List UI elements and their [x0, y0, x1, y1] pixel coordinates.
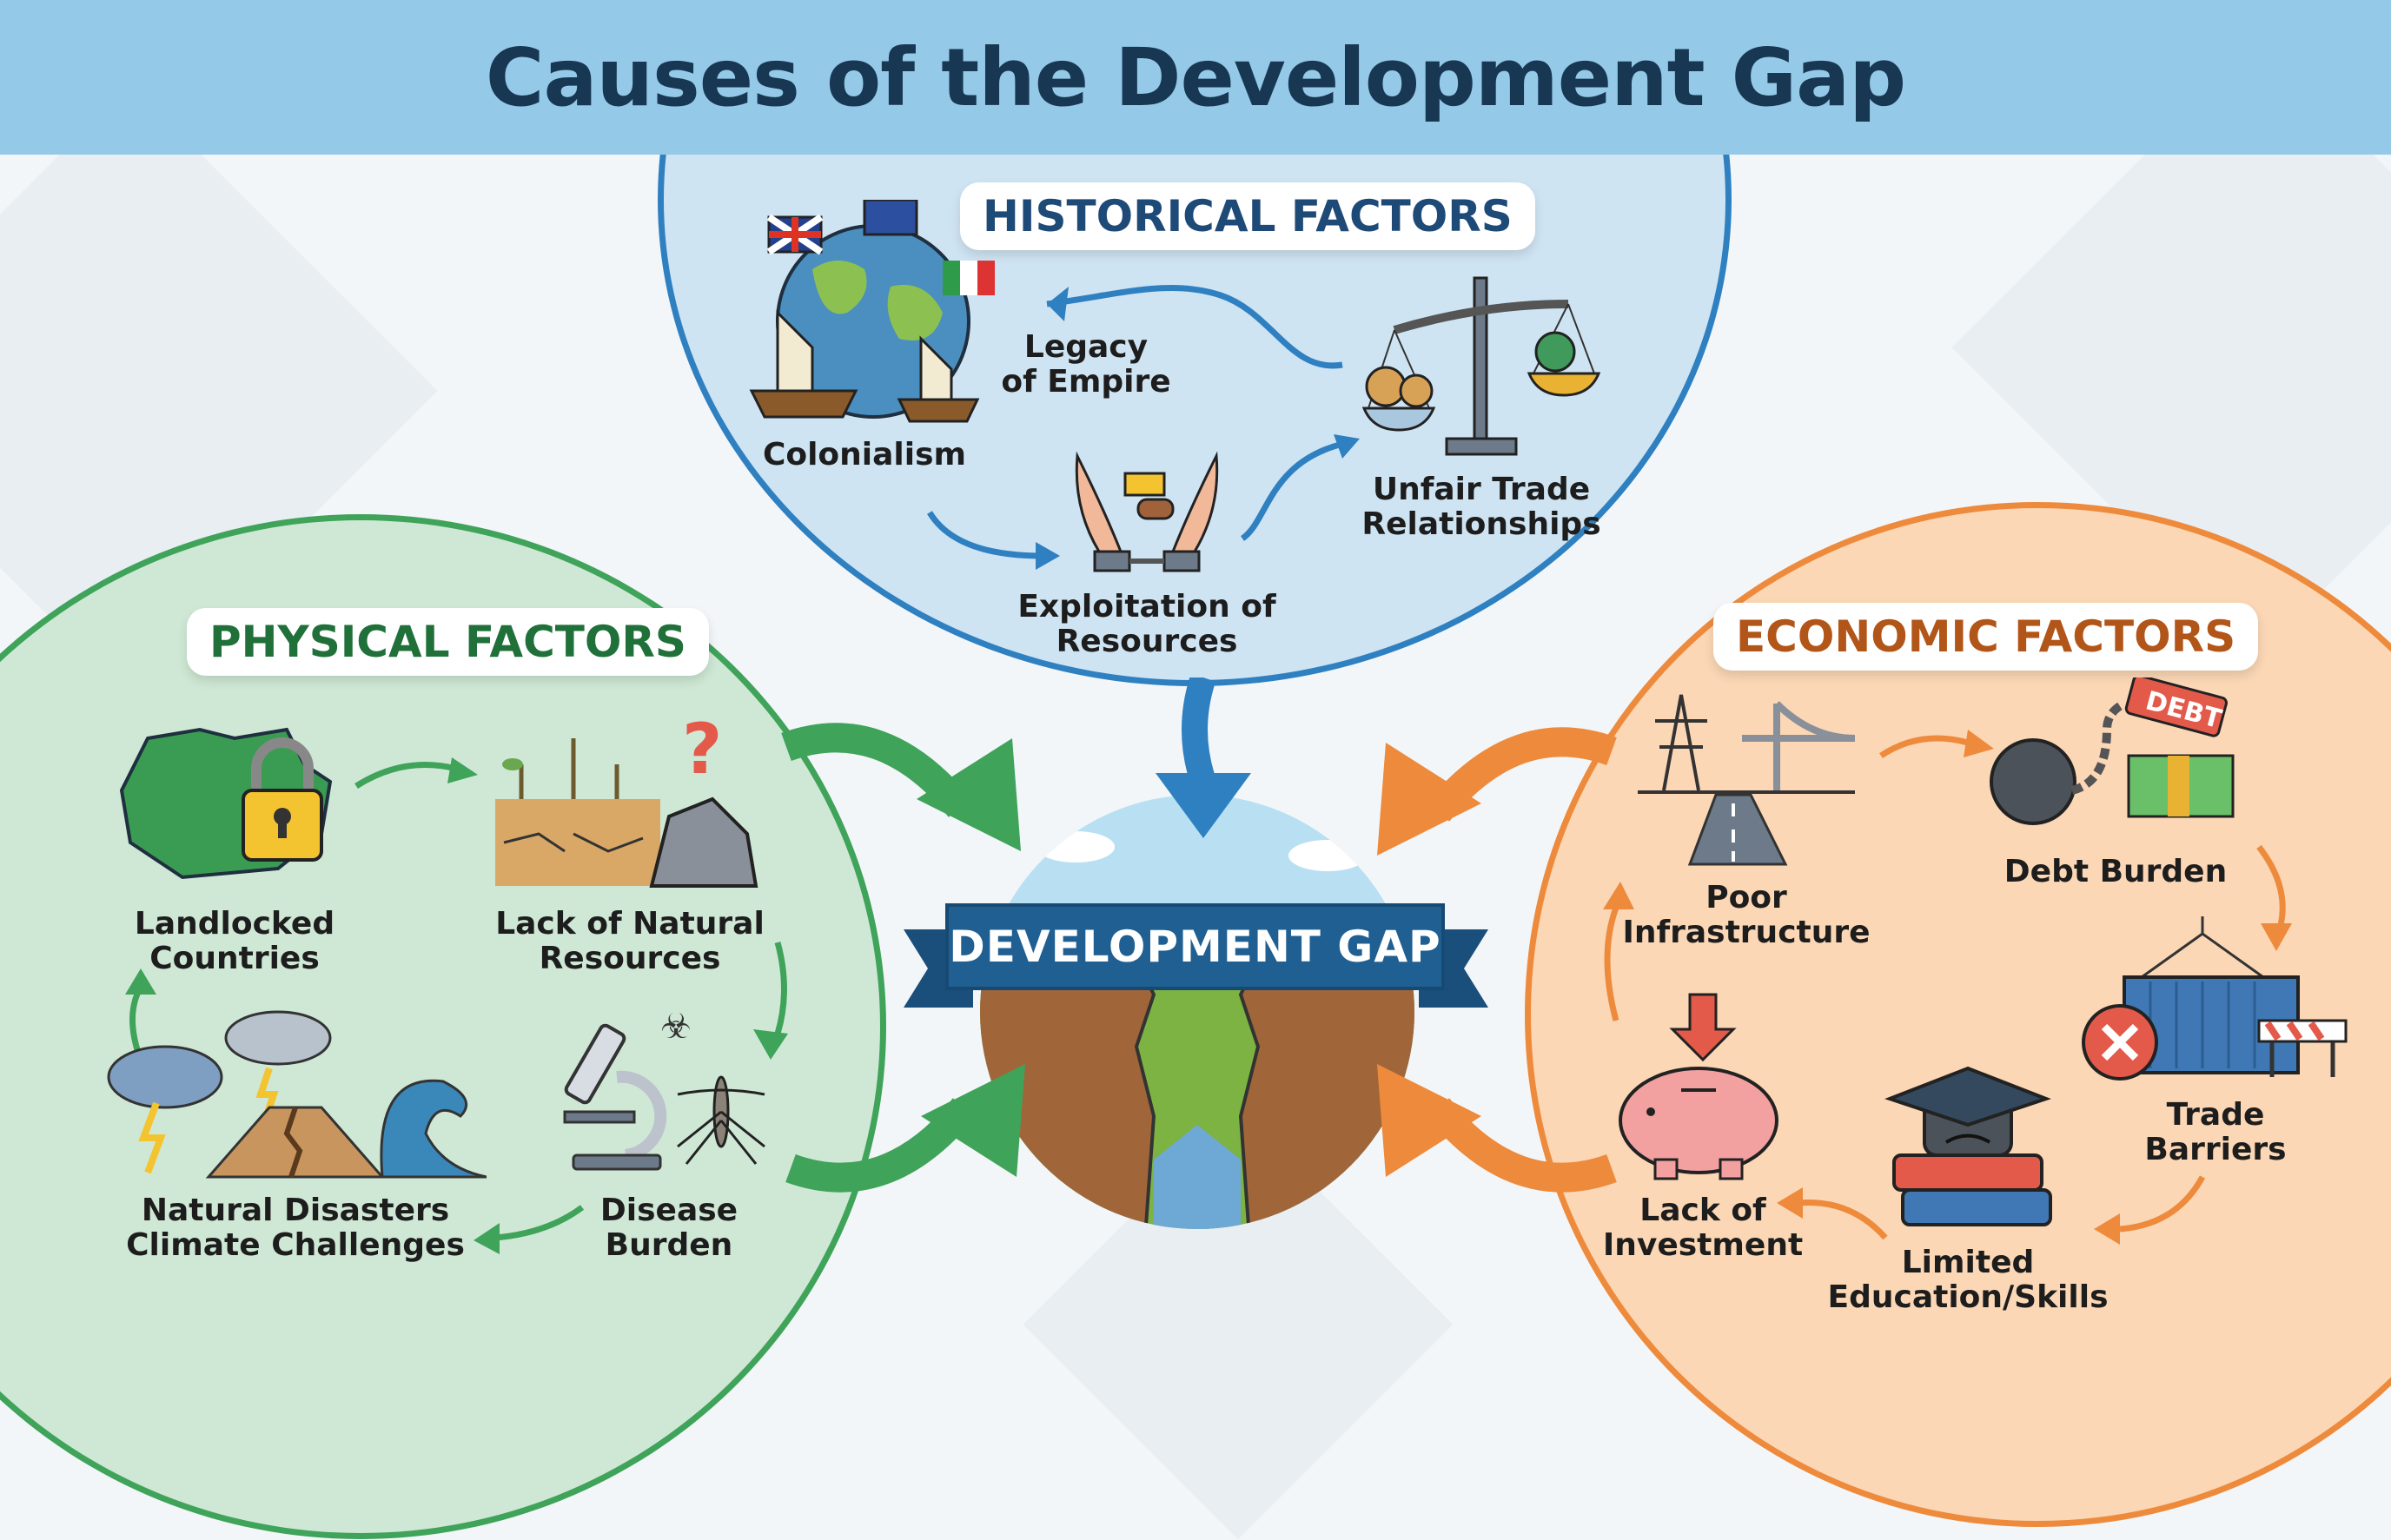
physical-factors-title: PHYSICAL FACTORS — [187, 608, 709, 676]
globe-flags-ships-icon — [749, 198, 995, 423]
arrow-physical-to-center-top — [781, 723, 1021, 851]
arrow-historical-to-center — [1156, 677, 1251, 838]
svg-text:☣: ☣ — [660, 1008, 692, 1047]
item-label: Debt Burden — [2004, 854, 2228, 889]
piggy-bank-down-icon — [1619, 993, 1778, 1180]
storm-earthquake-wave-icon — [107, 1010, 487, 1179]
arrow-colonialism-to-exploitation — [927, 511, 1060, 570]
item-lack-of-natural-resources: ? Lack of Natural Resources — [482, 709, 778, 976]
item-limited-education: Limited Education/Skills — [1825, 1060, 2111, 1314]
item-label: Unfair Trade Relationships — [1361, 472, 1601, 542]
center-label: DEVELOPMENT GAP — [949, 922, 1441, 972]
arrow-exploitation-to-unfair-trade — [1240, 434, 1360, 541]
arrow-physical-to-center-bottom — [785, 1064, 1025, 1193]
item-label: Trade Barriers — [2144, 1097, 2287, 1167]
chained-hands-gold-icon — [1075, 451, 1219, 572]
historical-factors-title: HISTORICAL FACTORS — [960, 182, 1535, 250]
item-poor-infrastructure: Poor Infrastructure — [1616, 686, 1877, 949]
svg-text:?: ? — [682, 712, 722, 790]
unbalanced-scale-icon — [1361, 276, 1601, 456]
ball-chain-debt-icon: DEBT — [1990, 674, 2235, 825]
item-label: Limited Education/Skills — [1827, 1245, 2109, 1315]
arrow-economic-to-center-top — [1377, 727, 1617, 856]
economic-factors-title: ECONOMIC FACTORS — [1713, 603, 2259, 671]
arrow-unfair-trade-to-colonialism — [1046, 284, 1343, 369]
item-colonialism: Colonialism — [721, 198, 1008, 473]
arrow-investment-to-infrastructure — [1603, 882, 1634, 1021]
item-label: Lack of Investment — [1602, 1193, 1804, 1263]
item-label: Natural Disasters Climate Challenges — [126, 1193, 465, 1263]
item-debt-burden: DEBT Debt Burden — [1972, 674, 2259, 889]
item-legacy-of-empire: Legacy of Empire — [973, 330, 1199, 399]
item-label: Disease Burden — [599, 1193, 738, 1263]
arrow-infrastructure-to-debt — [1879, 730, 1994, 758]
item-label: Colonialism — [762, 437, 967, 473]
arrow-education-to-investment — [1777, 1187, 1888, 1240]
container-barrier-icon — [2082, 916, 2348, 1081]
development-gap-banner: DEVELOPMENT GAP — [945, 903, 1445, 990]
arrow-trade-barriers-to-education — [2094, 1175, 2206, 1245]
item-disease-burden: ☣ Disease Burden — [556, 1007, 782, 1263]
item-label: Poor Infrastructure — [1622, 880, 1871, 950]
broken-bridge-road-icon — [1638, 694, 1856, 866]
page-title: Causes of the Development Gap — [485, 30, 1906, 124]
books-grad-cap-icon — [1884, 1066, 2052, 1226]
arrow-economic-to-center-bottom — [1377, 1064, 1617, 1193]
arrow-disasters-to-landlocked — [125, 968, 156, 1057]
arrow-debt-to-trade-barriers — [2256, 844, 2292, 951]
item-unfair-trade: Unfair Trade Relationships — [1351, 269, 1612, 541]
arrow-landlocked-to-resources — [354, 757, 478, 789]
item-label: Lack of Natural Resources — [495, 906, 765, 976]
microscope-mosquito-icon: ☣ — [563, 1007, 765, 1171]
item-landlocked-countries: Landlocked Countries — [87, 721, 382, 975]
item-label: Legacy of Empire — [1001, 329, 1171, 400]
item-natural-disasters: Natural Disasters Climate Challenges — [87, 1008, 504, 1262]
map-padlock-icon — [119, 727, 333, 880]
item-label: Landlocked Countries — [134, 906, 335, 976]
item-trade-barriers: Trade Barriers — [2076, 912, 2355, 1167]
arrow-disease-to-disasters — [474, 1205, 585, 1254]
item-label: Exploitation of Resources — [1017, 589, 1276, 659]
item-exploitation-of-resources: Exploitation of Resources — [999, 439, 1295, 658]
item-lack-of-investment: Lack of Investment — [1581, 990, 1825, 1262]
page-header: Causes of the Development Gap — [0, 0, 2391, 155]
dry-soil-rocks-icon: ? — [495, 709, 758, 888]
arrow-resources-to-disease — [753, 942, 788, 1060]
